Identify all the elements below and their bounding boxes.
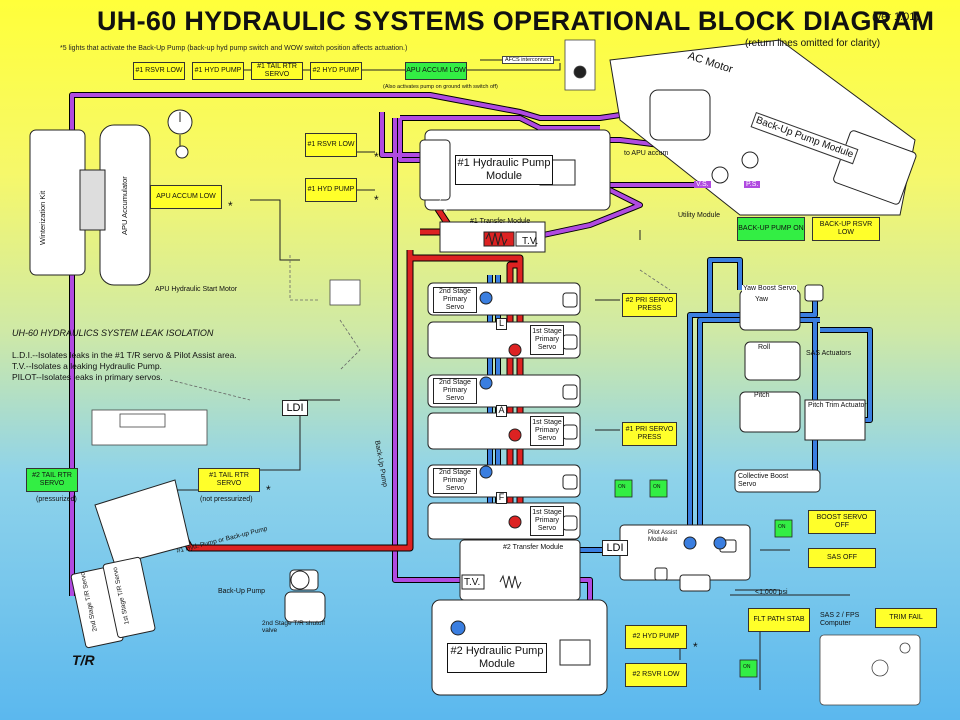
pitch-trim-label: Pitch Trim Actuator — [808, 402, 867, 409]
ldi-label-a: LDI — [282, 400, 308, 416]
pilot-assist-label: Pilot Assist Module — [648, 530, 678, 543]
servo-label-1st-a: 1st Stage Primary Servo — [530, 325, 564, 355]
ps-label: P.S. — [744, 181, 761, 188]
version-label: (ver 1.01) — [872, 11, 920, 23]
pri-servo-press-2-light: #2 PRI SERVO PRESS — [622, 293, 677, 317]
hyd2-star: * — [693, 640, 698, 654]
servo-letter-f: F — [496, 492, 507, 504]
tail-rotor-servo — [70, 479, 326, 649]
servo-label-2nd-b: 2nd Stage Primary Servo — [433, 378, 477, 404]
servo-label-2nd-a: 2nd Stage Primary Servo — [433, 287, 477, 313]
pri-servo-press-1-light: #1 PRI SERVO PRESS — [622, 422, 677, 446]
servo-valves — [479, 291, 522, 529]
sas-off-light: SAS OFF — [808, 548, 876, 568]
sas-fps-label: SAS 2 / FPS Computer — [820, 612, 860, 628]
winterization-kit-label: Winterization Kit — [38, 190, 47, 245]
utility-module-label: Utility Module — [678, 212, 721, 219]
flt-path-stab-light: FLT PATH STAB — [748, 608, 810, 632]
apu-start-motor-label: APU Hydraulic Start Motor — [155, 286, 238, 293]
psi-label: <1,000 psi — [755, 589, 788, 596]
leak-line-tv: T.V.--Isolates a leaking Hydraulic Pump. — [12, 361, 162, 371]
pad-on-1: ON — [618, 484, 626, 490]
rsvr1-low-light: #1 RSVR LOW — [305, 133, 357, 157]
servo-letter-a: A — [496, 405, 507, 417]
roll-label: Roll — [758, 344, 771, 351]
backup-pump-assembly — [609, 39, 917, 216]
backup-rsvr-low-light: BACK-UP RSVR LOW — [812, 217, 880, 241]
pump2-module-label: #2 Hydraulic Pump Module — [447, 643, 547, 673]
indicator-pads — [614, 479, 793, 678]
top-light-hyd2: #2 HYD PUMP — [310, 62, 362, 80]
servo-letter-l: L — [496, 318, 507, 330]
backup-pump-line-label: Back-Up Pump — [218, 588, 266, 595]
vs-label: V.S. — [694, 181, 711, 188]
tv1-label: T.V. — [522, 236, 539, 247]
pad-on-4: ON — [743, 664, 751, 670]
to-apu-accum-label: to APU accum — [624, 150, 669, 157]
subtitle: (return lines omitted for clarity) — [745, 38, 881, 49]
yaw-boost-label: Yaw Boost Servo — [742, 285, 798, 292]
afcs-note: AFCS interconnect — [502, 56, 555, 64]
top-light-tailrtr1: #1 TAIL RTR SERVO — [251, 62, 303, 80]
diagram-title: UH-60 HYDRAULIC SYSTEMS OPERATIONAL BLOC… — [97, 6, 935, 36]
top-light-hyd1: #1 HYD PUMP — [192, 62, 244, 80]
pump1-module-label: #1 Hydraulic Pump Module — [455, 155, 553, 185]
top-light-rsvr1: #1 RSVR LOW — [133, 62, 185, 80]
xfer2-label: #2 Transfer Module — [503, 544, 564, 551]
sas-actuators-label: SAS Actuators — [806, 350, 852, 357]
ldi-label-b: LDI — [602, 540, 628, 556]
boost-servo-off-light: BOOST SERVO OFF — [808, 510, 876, 534]
tail-rtr1-star: * — [266, 483, 271, 497]
hyd1-pump-light: #1 HYD PUMP — [305, 178, 357, 202]
top-light-apu-accum: APU ACCUM LOW — [405, 62, 467, 80]
collective-boost-label: Collective Boost Servo — [738, 473, 789, 489]
pad-on-3: ON — [778, 524, 786, 530]
tail-rtr2-note: (pressurized) — [36, 496, 77, 503]
rsvr2-low-light: #2 RSVR LOW — [625, 663, 687, 687]
servo-label-1st-c: 1st Stage Primary Servo — [530, 506, 564, 536]
servo-label-2nd-c: 2nd Stage Primary Servo — [433, 468, 477, 494]
apu-accumulator-group — [29, 109, 193, 286]
apu-accum-note: (Also activates pump on ground with swit… — [383, 84, 498, 90]
top-note: *5 lights that activate the Back-Up Pump… — [60, 45, 408, 52]
apu-accum-low-light: APU ACCUM LOW — [150, 185, 222, 209]
servo-label-1st-b: 1st Stage Primary Servo — [530, 416, 564, 446]
trim-fail-light: TRIM FAIL — [875, 608, 937, 628]
tv2-label: T.V. — [464, 577, 481, 588]
rsvr1-star: * — [374, 150, 379, 164]
tr-label: T/R — [72, 652, 95, 668]
backup-pump-on-light: BACK-UP PUMP ON — [737, 217, 805, 241]
hyd1-star: * — [374, 193, 379, 207]
hyd2-pump-light: #2 HYD PUMP — [625, 625, 687, 649]
leak-isolation-heading: UH-60 HYDRAULICS SYSTEM LEAK ISOLATION — [12, 328, 214, 338]
tail-rtr1-light: #1 TAIL RTR SERVO — [198, 468, 260, 492]
apu-star: * — [228, 199, 233, 213]
pad-on-2: ON — [653, 484, 661, 490]
shutoff-valve-label: 2nd Stage T/R shutoff valve — [262, 620, 325, 634]
panel-sketches — [91, 39, 921, 706]
tail-rtr2-light: #2 TAIL RTR SERVO — [26, 468, 78, 492]
xfer1-label: #1 Transfer Module — [470, 218, 531, 225]
leak-line-ldi: L.D.I.--Isolates leaks in the #1 T/R ser… — [12, 350, 237, 360]
apu-accumulator-label: APU Accumulator — [120, 176, 129, 235]
leak-line-pilot: PILOT--Isolates leaks in primary servos. — [12, 372, 163, 382]
yaw-label: Yaw — [755, 296, 769, 303]
tail-rtr1-note: (not pressurized) — [200, 496, 253, 503]
pitch-label: Pitch — [754, 392, 770, 399]
